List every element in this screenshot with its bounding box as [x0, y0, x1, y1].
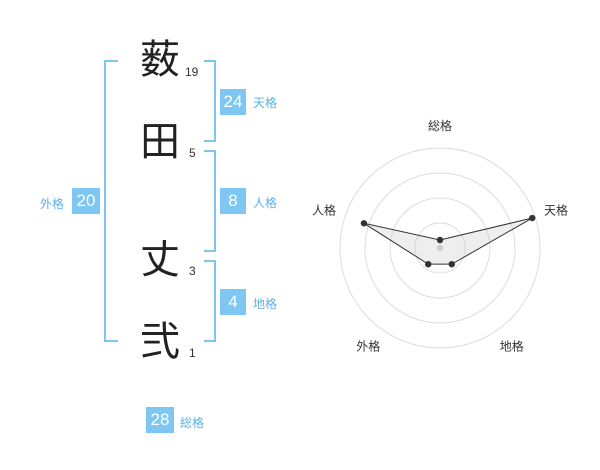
chikaku-bracket — [204, 260, 216, 342]
radar-point-2 — [448, 260, 455, 268]
radar-axis-label-0: 総格 — [428, 118, 452, 133]
radar-point-0 — [436, 236, 444, 244]
jinkaku-value: 8 — [220, 188, 246, 214]
jinkaku-bracket — [204, 150, 216, 252]
gaikaku-label: 外格 — [40, 197, 65, 211]
gaikaku-bracket — [104, 60, 118, 342]
soukaku-label: 総格 — [180, 416, 205, 430]
radar-ring-2 — [389, 197, 491, 299]
name-char-3: 丈 — [140, 237, 180, 283]
chikaku-label: 地格 — [253, 297, 278, 311]
radar-axis-label-4: 人格 — [312, 202, 336, 217]
soukaku-value: 28 — [146, 407, 174, 433]
stroke-count-1: 19 — [185, 65, 199, 79]
stroke-count-3: 3 — [189, 264, 196, 278]
radar-point-1 — [529, 214, 536, 222]
name-char-2: 田 — [140, 119, 180, 165]
radar-point-3 — [425, 260, 432, 268]
name-char-1: 薮 — [140, 37, 180, 83]
radar-ring-3 — [364, 172, 516, 324]
radar-shape — [363, 217, 533, 265]
radar-ring-4 — [339, 147, 541, 349]
radar-axis-label-3: 外格 — [356, 339, 380, 354]
radar-axis-label-2: 地格 — [500, 339, 524, 354]
radar-center — [437, 245, 443, 251]
chikaku-value: 4 — [220, 289, 246, 315]
radar-axis-label-1: 天格 — [544, 202, 568, 217]
gaikaku-value: 20 — [72, 188, 100, 214]
tenkaku-value: 24 — [220, 89, 246, 115]
tenkaku-label: 天格 — [253, 96, 278, 110]
radar-ring-1 — [414, 222, 466, 274]
name-char-4: 弐 — [140, 319, 180, 365]
stroke-count-2: 5 — [189, 146, 196, 160]
stroke-count-4: 1 — [189, 346, 196, 360]
radar-point-4 — [360, 220, 368, 227]
tenkaku-bracket — [204, 60, 216, 142]
jinkaku-label: 人格 — [253, 196, 278, 210]
